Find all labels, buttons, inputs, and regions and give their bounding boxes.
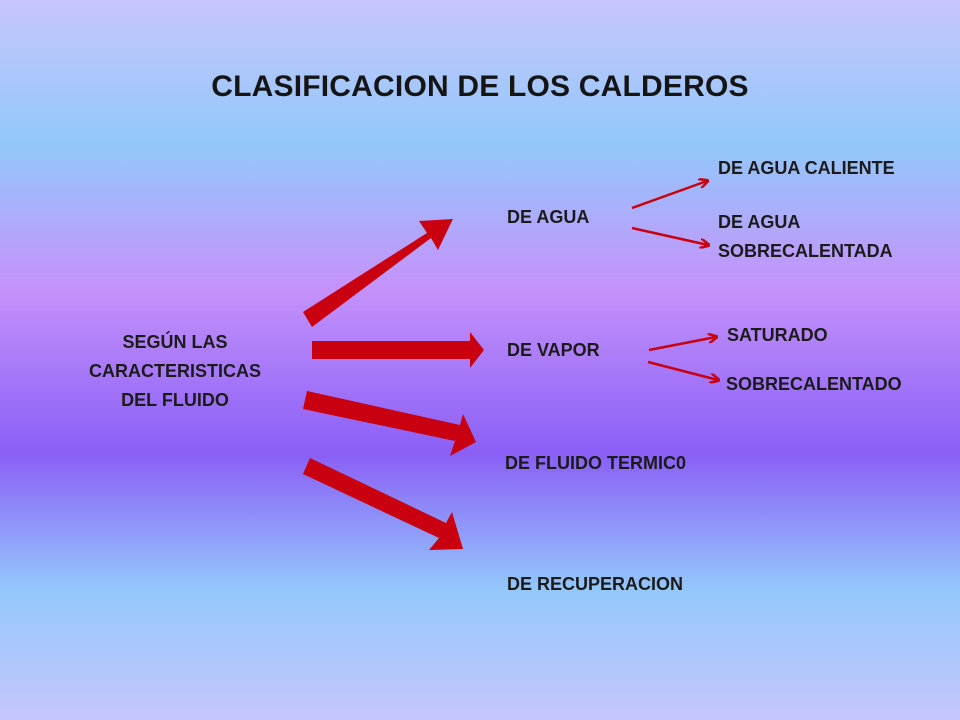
thin-arrow-agua-caliente xyxy=(631,181,707,210)
branch-de-agua: DE AGUA xyxy=(507,207,590,227)
big-arrow-fluido xyxy=(303,391,476,456)
root-node: SEGÚN LAS CARACTERISTICAS DEL FLUIDO xyxy=(80,328,270,415)
branch-de-recuperacion: DE RECUPERACION xyxy=(507,574,684,594)
thin-arrow-agua-sobrecalentada xyxy=(631,226,708,245)
root-line-2: CARACTERISTICAS xyxy=(88,361,261,381)
child-saturado: SATURADO xyxy=(727,325,828,345)
big-arrow-agua xyxy=(303,219,453,327)
root-line-1: SEGÚN LAS xyxy=(122,332,228,352)
child-agua-sobrecalentada-line-2: SOBRECALENTADA xyxy=(718,241,893,261)
root-line-3: DEL FLUIDO xyxy=(121,390,229,410)
child-sobrecalentado: SOBRECALENTADO xyxy=(726,374,902,394)
big-arrow-vapor xyxy=(312,332,484,368)
child-agua-sobrecalentada: DE AGUA SOBRECALENTADA xyxy=(718,208,893,266)
thin-arrow-sobrecalentado xyxy=(647,360,718,380)
branch-de-vapor: DE VAPOR xyxy=(507,340,600,360)
big-arrow-recuperacion xyxy=(303,458,463,550)
branch-de-fluido-termico: DE FLUIDO TERMIC0 xyxy=(505,453,687,473)
child-agua-sobrecalentada-line-1: DE AGUA xyxy=(718,212,801,232)
child-agua-caliente: DE AGUA CALIENTE xyxy=(718,158,895,178)
slide-title: CLASIFICACION DE LOS CALDEROS xyxy=(211,70,749,103)
thin-arrow-saturado xyxy=(648,337,716,352)
